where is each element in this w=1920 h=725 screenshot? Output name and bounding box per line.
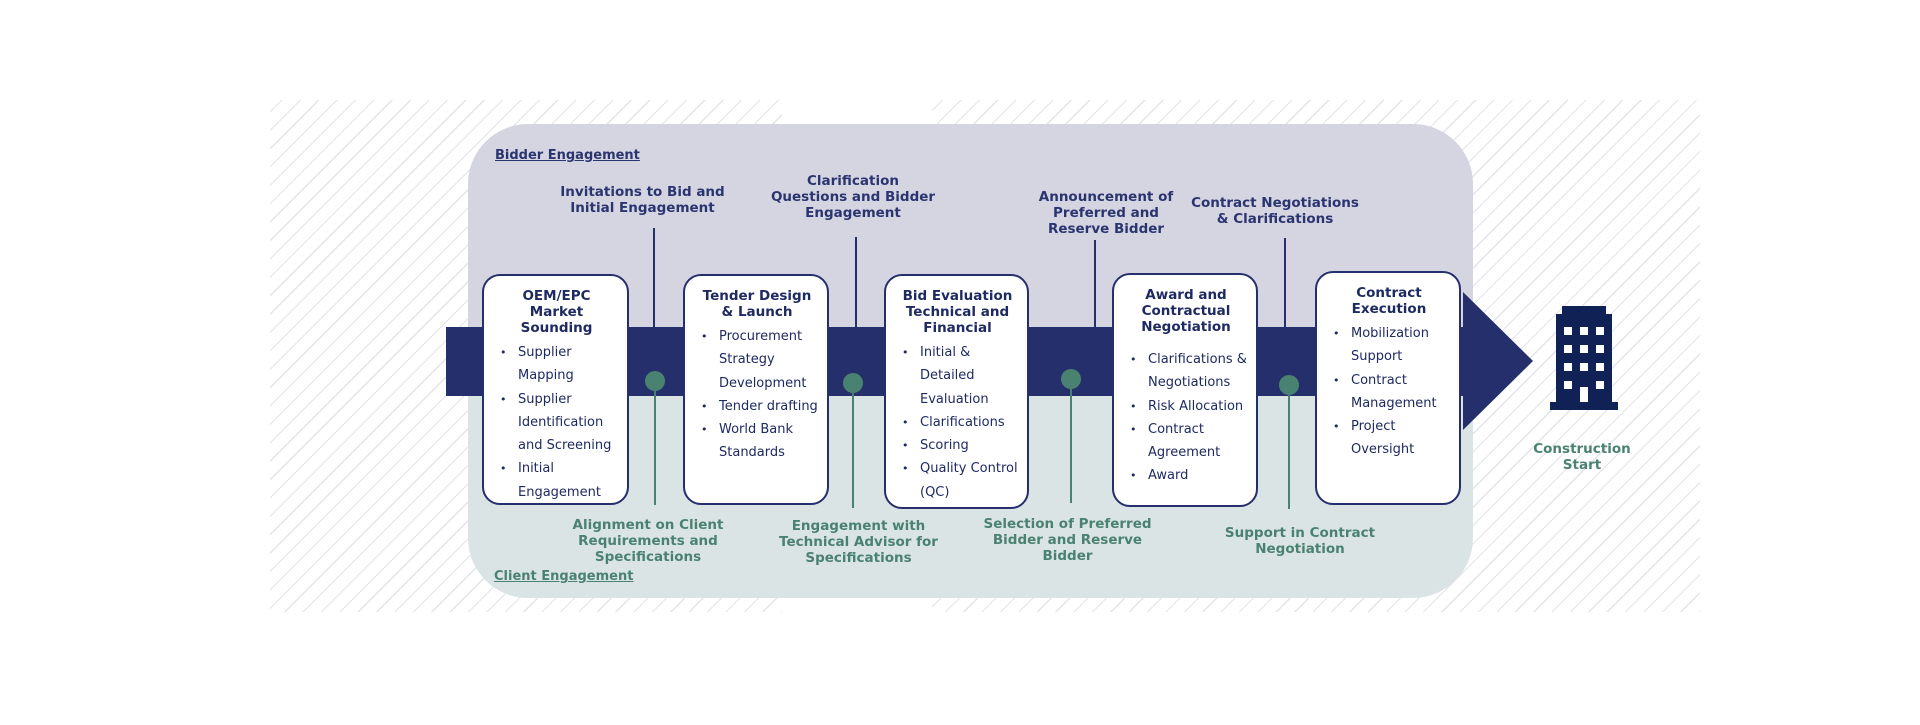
bidder-annotation: Invitations to Bid and Initial Engagemen… (560, 184, 725, 216)
client-annotation: Support in Contract Negotiation (1224, 525, 1376, 557)
stage-card-award-negotiation[interactable]: Award and Contractual Negotiation Clarif… (1112, 273, 1258, 507)
client-annotation: Selection of Preferred Bidder and Reserv… (983, 516, 1152, 564)
stage-items: Mobilization Support Contract Management… (1327, 322, 1451, 462)
bidder-annotation: Contract Negotiations & Clarifications (1191, 195, 1359, 227)
client-engagement-label[interactable]: Client Engagement (494, 569, 634, 584)
stage-items: Initial & Detailed Evaluation Clarificat… (896, 341, 1019, 504)
bidder-annotation: Clarification Questions and Bidder Engag… (770, 173, 936, 221)
stage-item: Contract Agreement (1124, 418, 1248, 465)
stage-item: Contract Management (1327, 369, 1451, 416)
stage-item: Scoring (896, 434, 1019, 458)
stage-item: Initial Engagement (494, 457, 619, 504)
client-annotation: Engagement with Technical Advisor for Sp… (779, 518, 938, 566)
bidder-engagement-label[interactable]: Bidder Engagement (495, 148, 640, 163)
stage-item: Initial & Detailed Evaluation (896, 341, 1019, 411)
milestone-dot (843, 373, 863, 393)
client-connector-line (1288, 384, 1290, 509)
stage-title: OEM/EPC Market Sounding (520, 288, 593, 336)
stage-card-contract-execution[interactable]: Contract Execution Mobilization Support … (1315, 271, 1461, 505)
stage-card-tender-design[interactable]: Tender Design & Launch Procurement Strat… (683, 274, 829, 505)
stage-items: Procurement Strategy Development Tender … (695, 325, 819, 465)
milestone-dot (645, 371, 665, 391)
bidder-connector-line (653, 228, 655, 328)
stage-item: Clarifications & Negotiations (1124, 348, 1248, 395)
stage-items: Supplier Mapping Supplier Identification… (494, 341, 619, 504)
stage-item: Supplier Mapping (494, 341, 619, 388)
stage-item: Supplier Identification and Screening (494, 388, 619, 458)
stage-card-bid-evaluation[interactable]: Bid Evaluation Technical and Financial I… (884, 274, 1029, 509)
milestone-dot (1279, 375, 1299, 395)
stage-item: World Bank Standards (695, 418, 819, 465)
client-connector-line (1070, 378, 1072, 503)
building-icon (1550, 306, 1618, 410)
stage-title: Tender Design & Launch (702, 288, 812, 320)
client-annotation: Alignment on Client Requirements and Spe… (572, 517, 724, 565)
bidder-annotation: Announcement of Preferred and Reserve Bi… (1038, 189, 1174, 237)
client-connector-line (852, 382, 854, 508)
stage-title: Contract Execution (1351, 285, 1427, 317)
stage-title: Bid Evaluation Technical and Financial (902, 288, 1013, 336)
stage-item: Mobilization Support (1327, 322, 1451, 369)
client-connector-line (654, 380, 656, 505)
stage-item: Procurement Strategy Development (695, 325, 819, 395)
milestone-dot (1061, 369, 1081, 389)
bidder-connector-line (1284, 238, 1286, 328)
stage-item: Award (1124, 464, 1248, 488)
stage-item: Project Oversight (1327, 415, 1451, 462)
stage-item: Clarifications (896, 411, 1019, 435)
bidder-connector-line (1094, 240, 1096, 328)
stage-item: Tender drafting (695, 395, 819, 419)
stage-item: Risk Allocation (1124, 395, 1248, 419)
bidder-connector-line (855, 237, 857, 328)
stage-card-market-sounding[interactable]: OEM/EPC Market Sounding Supplier Mapping… (482, 274, 629, 505)
stage-item: Quality Control (QC) (896, 457, 1019, 504)
construction-start-label: Construction Start (1533, 441, 1631, 473)
stage-title: Award and Contractual Negotiation (1141, 287, 1231, 335)
stage-items: Clarifications & Negotiations Risk Alloc… (1124, 348, 1248, 488)
